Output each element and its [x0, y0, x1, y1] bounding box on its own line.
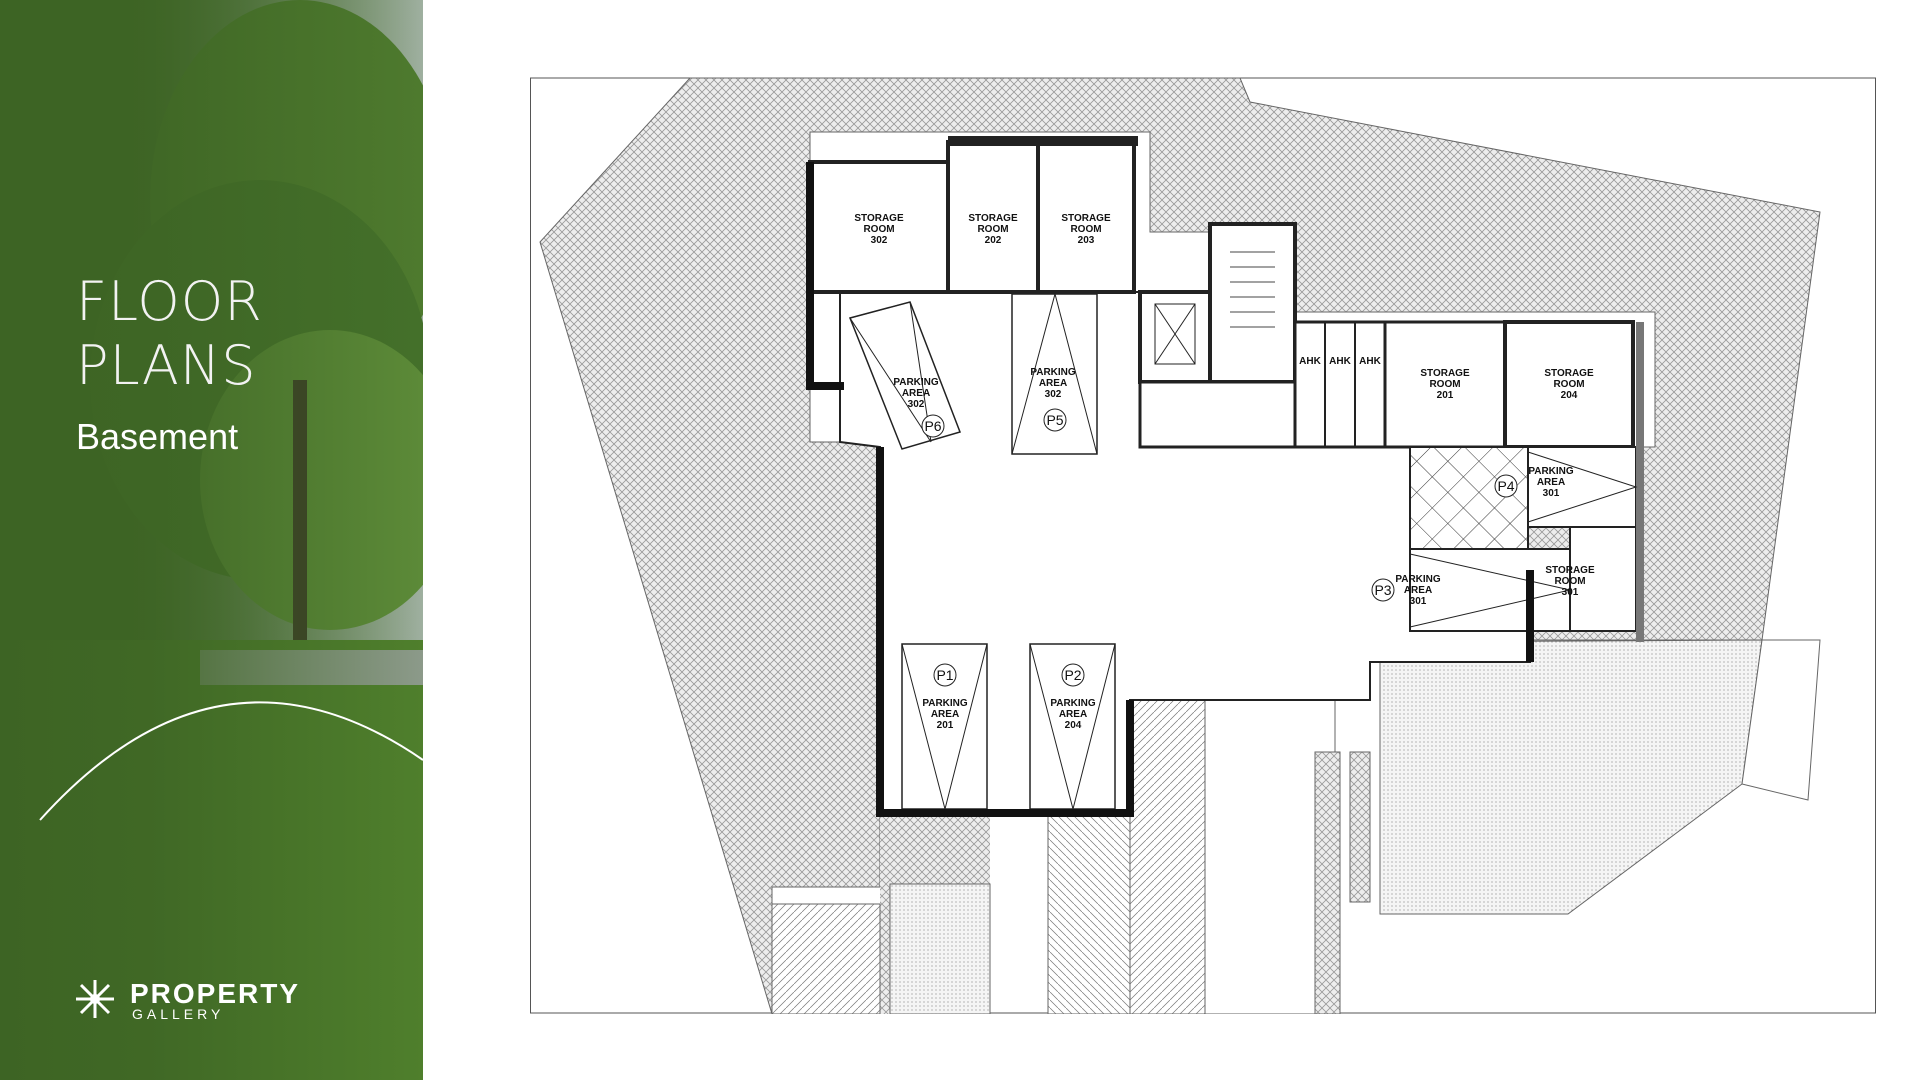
parking-label: PARKING — [922, 698, 968, 709]
spot-marker: P4 — [1497, 478, 1514, 494]
parking-label: PARKING — [1528, 466, 1574, 477]
room-label: ROOM — [1070, 224, 1101, 235]
room-label: ROOM — [1554, 576, 1585, 587]
basement-floor-plan: STORAGE ROOM 302 STORAGE ROOM 202 STORAG… — [530, 77, 1876, 1014]
parking-label: 204 — [1065, 720, 1082, 731]
parking-label: PARKING — [1395, 574, 1441, 585]
room-label: STORAGE — [1545, 565, 1595, 576]
parking-label: PARKING — [1030, 367, 1076, 378]
ahk-label: AHK — [1359, 356, 1381, 367]
ahk-label: AHK — [1329, 356, 1351, 367]
logo-wordmark: PROPERTY — [130, 978, 301, 1009]
spot-marker: P5 — [1046, 412, 1063, 428]
room-label: ROOM — [1429, 379, 1460, 390]
parking-label: AREA — [1039, 378, 1067, 389]
parking-label: 302 — [1045, 389, 1062, 400]
spot-marker: P3 — [1374, 582, 1391, 598]
spot-marker: P1 — [936, 667, 953, 683]
sidebar-panel: FLOOR PLANS Basement PROPERTY GALLERY — [0, 0, 423, 1080]
room-label: ROOM — [1553, 379, 1584, 390]
storage-rooms-top — [808, 136, 1138, 294]
spot-marker: P6 — [924, 418, 941, 434]
decorative-arc — [39, 701, 423, 821]
parking-label: PARKING — [1050, 698, 1096, 709]
parking-label: 302 — [908, 399, 925, 410]
ahk-label: AHK — [1299, 356, 1321, 367]
room-label: STORAGE — [854, 213, 904, 224]
spot-marker: P2 — [1064, 667, 1081, 683]
starburst-logo-icon — [76, 980, 114, 1018]
room-label: STORAGE — [968, 213, 1018, 224]
parking-spot-markers: P1 P2 P3 P4 P5 P6 — [921, 408, 1518, 687]
room-label: STORAGE — [1061, 213, 1111, 224]
logo-subtext: GALLERY — [132, 1006, 225, 1022]
room-label: 201 — [1437, 390, 1454, 401]
room-label: 302 — [871, 235, 888, 246]
parking-label: AREA — [1404, 585, 1432, 596]
room-label: STORAGE — [1420, 368, 1470, 379]
room-label: 301 — [1562, 587, 1579, 598]
parking-label: AREA — [1059, 709, 1087, 720]
parking-label: 301 — [1543, 488, 1560, 499]
property-gallery-logo: PROPERTY GALLERY — [72, 978, 332, 1026]
parking-label: 301 — [1410, 596, 1427, 607]
parking-label: 201 — [937, 720, 954, 731]
title-line-2: PLANS — [76, 334, 257, 397]
room-label: ROOM — [863, 224, 894, 235]
room-label: ROOM — [977, 224, 1008, 235]
parking-label: AREA — [931, 709, 959, 720]
room-labels: STORAGE ROOM 302 STORAGE ROOM 202 STORAG… — [854, 213, 1595, 731]
parking-label: PARKING — [893, 377, 939, 388]
room-label: 202 — [985, 235, 1002, 246]
room-label: STORAGE — [1544, 368, 1594, 379]
parking-label: AREA — [902, 388, 930, 399]
room-label: 204 — [1561, 390, 1578, 401]
floor-subtitle: Basement — [76, 416, 239, 457]
tree-background-image — [0, 0, 423, 1080]
room-label: 203 — [1078, 235, 1095, 246]
parking-label: AREA — [1537, 477, 1565, 488]
title-line-1: FLOOR — [76, 270, 263, 333]
